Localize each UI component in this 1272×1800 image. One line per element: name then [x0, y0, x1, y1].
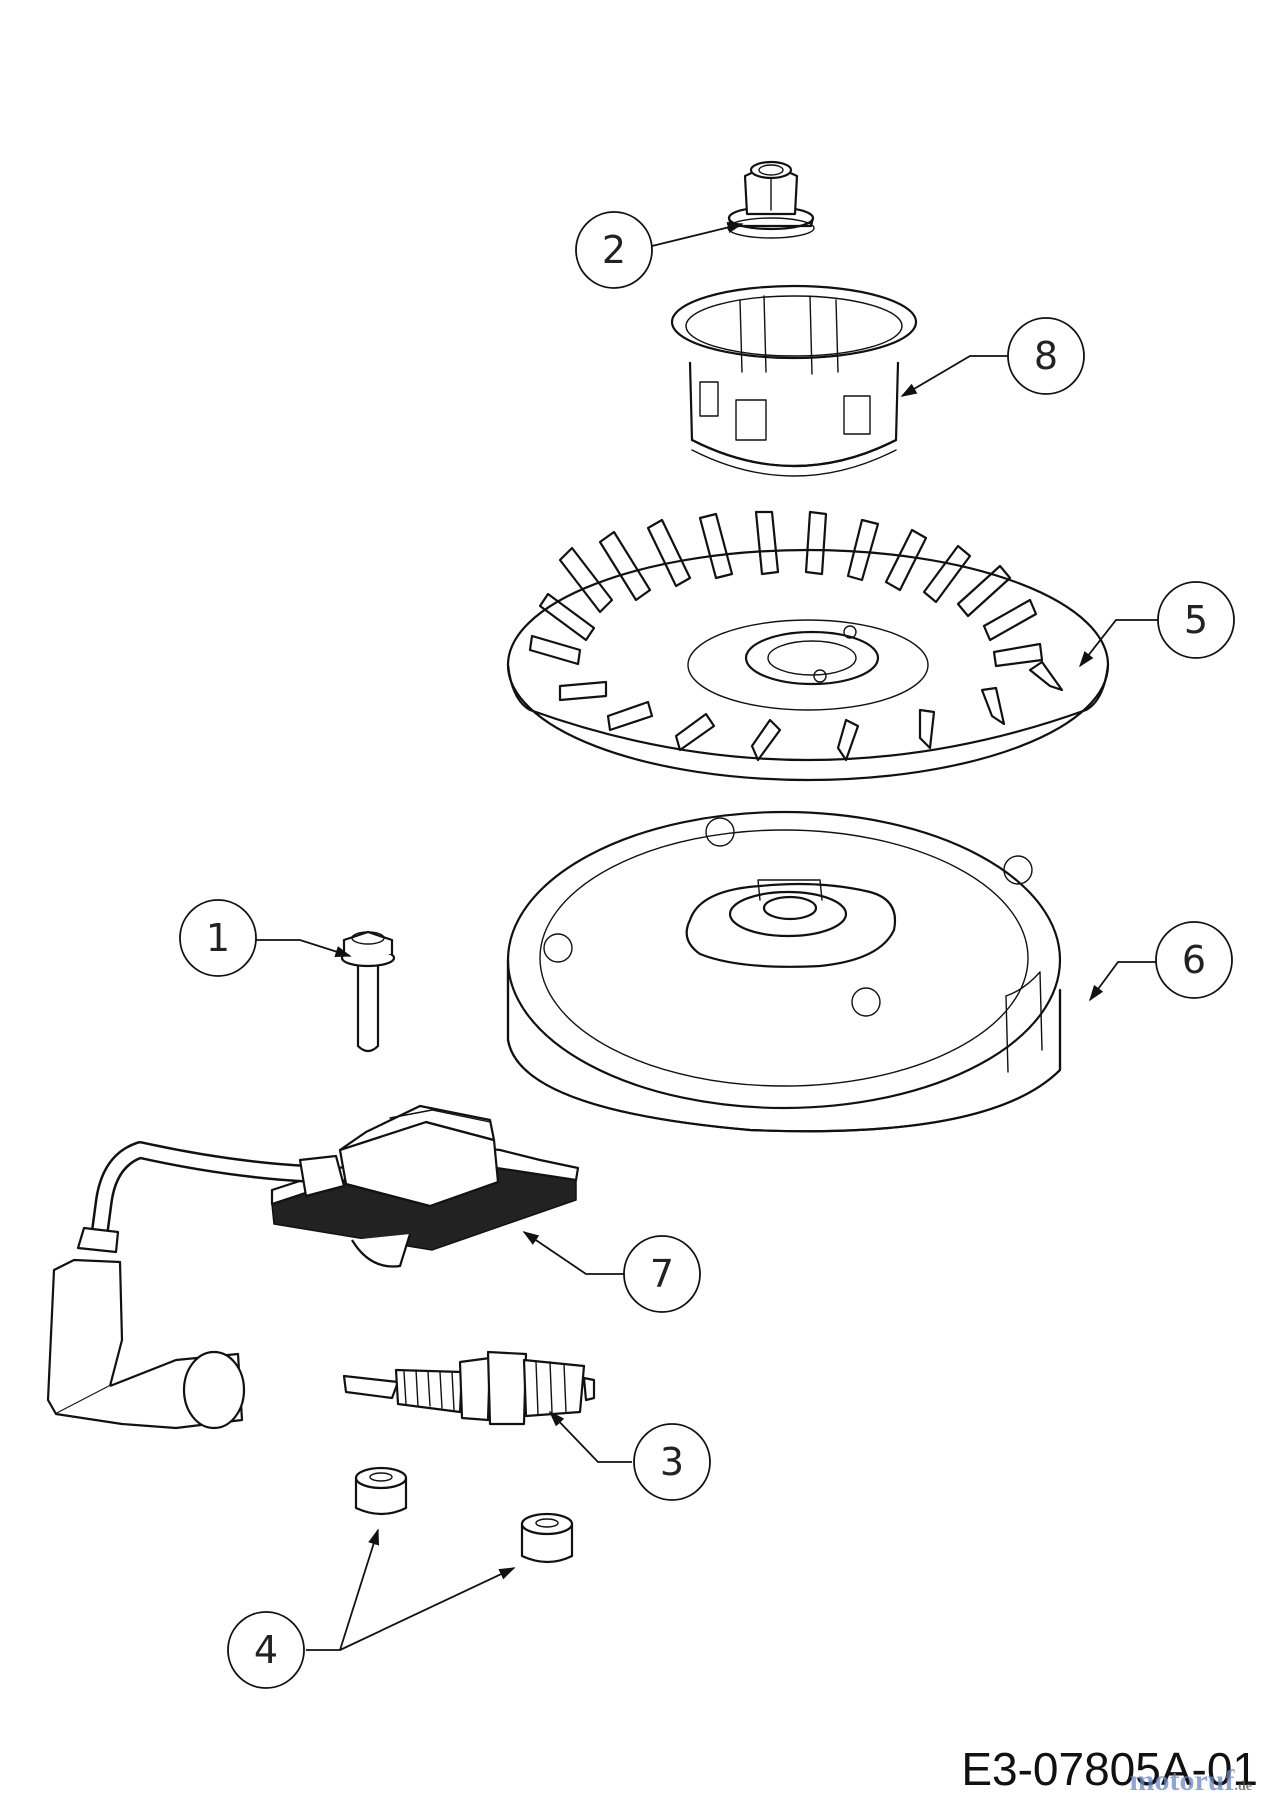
- ignition-coil-part: [46, 1104, 580, 1430]
- callout-3-label: 3: [660, 1440, 684, 1484]
- drawing-code: E3-07805A-01: [961, 1743, 1258, 1795]
- callout-4: 4: [227, 1611, 305, 1689]
- callout-6: 6: [1155, 921, 1233, 999]
- callout-6-label: 6: [1182, 938, 1206, 982]
- watermark-suffix: .de: [1234, 1779, 1253, 1794]
- callout-8-label: 8: [1034, 334, 1058, 378]
- callout-7: 7: [623, 1235, 701, 1313]
- callout-8: 8: [1007, 317, 1085, 395]
- callout-5-label: 5: [1184, 598, 1208, 642]
- callout-5: 5: [1157, 581, 1235, 659]
- bushings-part: [354, 1466, 574, 1564]
- spark-plug-part: [342, 1350, 596, 1426]
- leader-lines: [256, 221, 1158, 1651]
- callout-1: 1: [179, 899, 257, 977]
- fan-cup-part: [670, 284, 918, 477]
- callout-7-label: 7: [650, 1252, 674, 1296]
- flywheel-part: [506, 810, 1062, 1133]
- callout-2: 2: [575, 211, 653, 289]
- callout-2-label: 2: [602, 228, 626, 272]
- flange-nut-part: [727, 160, 815, 239]
- cooling-fan-part: [506, 510, 1110, 782]
- callout-4-label: 4: [254, 1628, 278, 1672]
- watermark-logo: motoruf.de: [1130, 1764, 1252, 1798]
- watermark-text: motoruf: [1129, 1764, 1235, 1797]
- callout-1-label: 1: [206, 916, 230, 960]
- callout-3: 3: [633, 1423, 711, 1501]
- bolt-part: [340, 930, 396, 1053]
